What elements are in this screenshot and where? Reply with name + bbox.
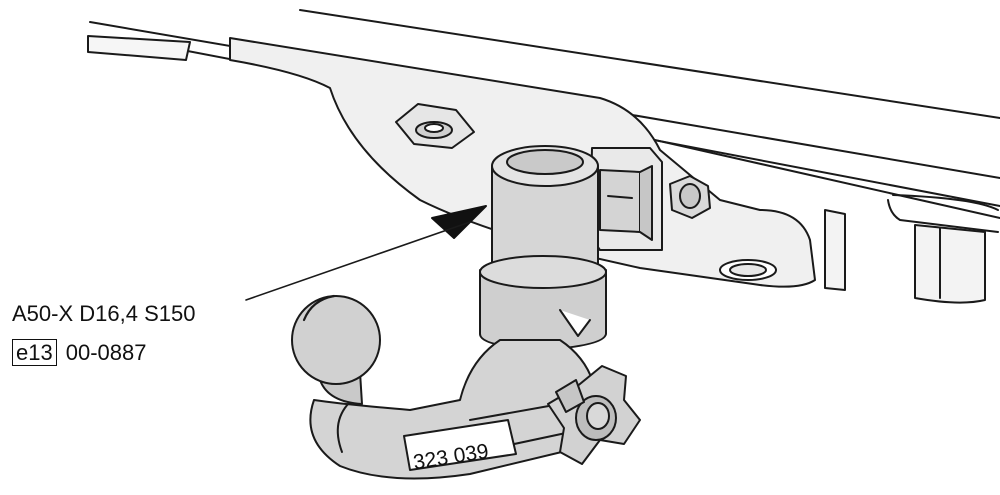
side-hangers bbox=[824, 209, 986, 304]
arrow-pointer-icon bbox=[245, 205, 487, 301]
bolt-top-icon bbox=[395, 103, 475, 149]
bracket-plate bbox=[87, 35, 191, 61]
mount-clamp bbox=[589, 147, 663, 251]
receiver-housing bbox=[479, 145, 607, 351]
towball bbox=[291, 294, 381, 405]
part-number-plate bbox=[403, 419, 517, 471]
hand-wheel-icon bbox=[547, 365, 641, 465]
approval-number: 00-0887 bbox=[65, 339, 147, 365]
bolt-right-icon bbox=[669, 175, 711, 219]
model-designation: A50-X D16,4 S150 bbox=[12, 301, 196, 326]
approval-row: e13 00-0887 bbox=[12, 339, 146, 366]
approval-mark-box: e13 bbox=[12, 339, 57, 366]
